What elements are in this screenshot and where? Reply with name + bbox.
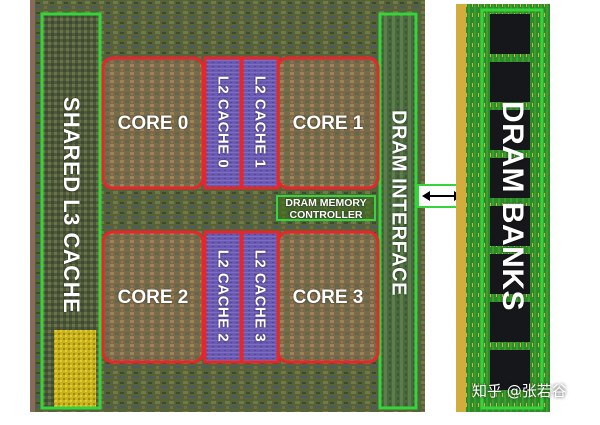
die-left-edge	[30, 0, 35, 412]
dram-edge-contacts	[456, 4, 466, 412]
dram-chip	[490, 254, 530, 294]
dram-memory-controller-line1: DRAM MEMORY	[285, 197, 367, 209]
dram-banks-outline	[480, 8, 544, 410]
l3-gold-block	[54, 330, 96, 408]
core-2-block	[101, 230, 205, 364]
dram-interface-block	[380, 14, 416, 408]
dram-chip	[490, 62, 530, 102]
l3-cache-outline	[40, 12, 102, 410]
dram-chip	[490, 350, 530, 390]
dram-chips	[490, 14, 530, 390]
dram-memory-controller-box: DRAM MEMORY CONTROLLER	[276, 195, 376, 221]
core-0-block	[101, 56, 205, 190]
dram-chip	[490, 158, 530, 198]
dram-chip	[490, 110, 530, 150]
dram-chip	[490, 206, 530, 246]
dram-chip	[490, 14, 530, 54]
dram-memory-controller-line2: CONTROLLER	[289, 209, 363, 221]
l2-cache-3-block	[240, 230, 280, 364]
dram-chip	[490, 302, 530, 342]
l2-cache-1-block	[240, 56, 280, 190]
watermark: 知乎 @张若谷	[472, 382, 567, 400]
arrow-left-icon	[422, 191, 430, 201]
l2-cache-0-block	[203, 56, 243, 190]
l2-cache-2-block	[203, 230, 243, 364]
dram-interface-outline	[378, 12, 418, 410]
core-3-block	[276, 230, 380, 364]
core-1-block	[276, 56, 380, 190]
